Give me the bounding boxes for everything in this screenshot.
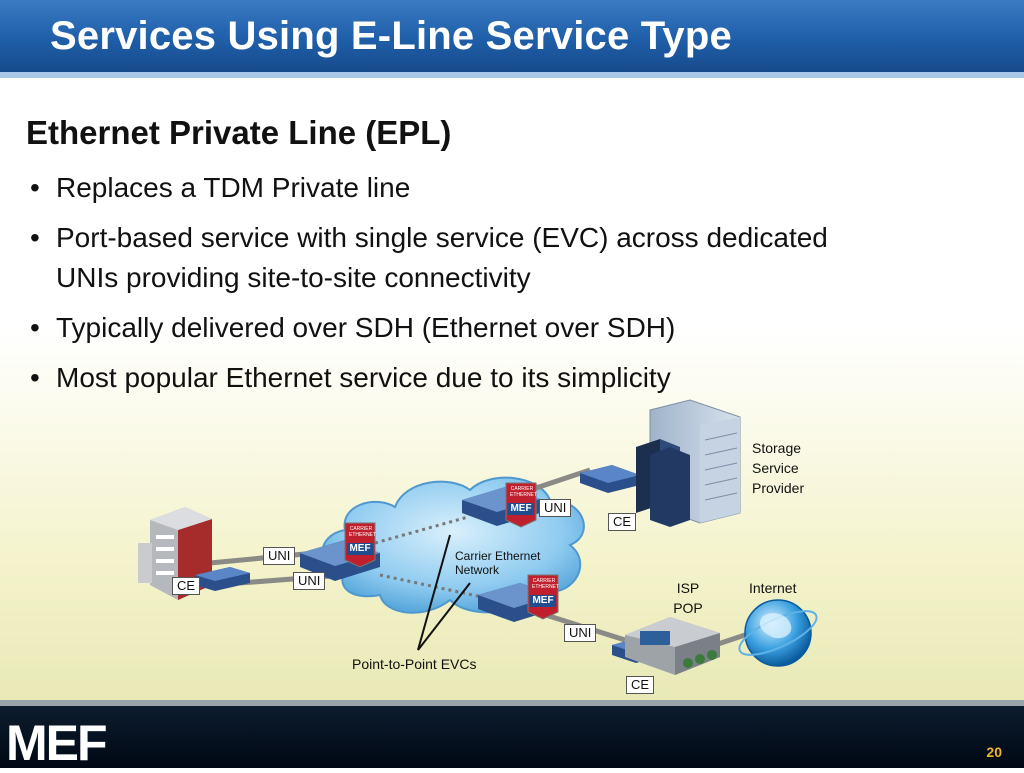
bullet-item: •Typically delivered over SDH (Ethernet …: [30, 312, 676, 343]
mef-badge-icon: [527, 574, 559, 620]
ce-label: CE: [608, 513, 637, 531]
bullet-item: •Port-based service with single service …: [30, 222, 828, 293]
network-diagram: CARRIER ETHERNET MEF CARRIER ETHERNET ME…: [0, 395, 1024, 700]
data-center-icon: [636, 399, 741, 527]
cloud-label: Carrier Ethernet Network: [455, 549, 541, 577]
uni-label: UNI: [539, 499, 572, 517]
badge-caption: CARRIER ETHERNET: [349, 526, 376, 538]
switch-icon: [195, 567, 250, 591]
badge-text: MEF: [532, 595, 554, 606]
bullet-item: •Replaces a TDM Private line: [30, 172, 411, 203]
uni-label: UNI: [293, 572, 326, 590]
mef-badge-icon: [344, 522, 376, 568]
evc-label: Point-to-Point EVCs: [352, 656, 477, 672]
bullet-item: •Most popular Ethernet service due to it…: [30, 362, 671, 393]
uni-label: UNI: [564, 624, 597, 642]
globe-icon: [738, 599, 818, 667]
mef-badge-icon: [505, 482, 537, 528]
switch-icon: [580, 465, 640, 493]
storage-provider-label: Storage Service Provider: [752, 440, 805, 496]
evc-pointer-lines: [417, 534, 471, 651]
page-number: 20: [986, 744, 1002, 760]
svg-text:MEF: MEF: [6, 715, 106, 768]
badge-text: MEF: [510, 503, 532, 514]
isp-pop-label: ISP POP: [673, 580, 703, 616]
slide-title: Services Using E-Line Service Type: [50, 14, 732, 58]
badge-caption: CARRIER ETHERNET: [510, 486, 537, 498]
footer-bar: MEF 20: [0, 700, 1024, 771]
title-bar: Services Using E-Line Service Type: [0, 0, 1024, 78]
isp-building-icon: [625, 617, 720, 675]
mef-logo: MEF: [4, 714, 154, 773]
badge-caption: CARRIER ETHERNET: [532, 578, 559, 590]
bullet-list: •Replaces a TDM Private line •Port-based…: [30, 168, 890, 408]
badge-text: MEF: [349, 543, 371, 554]
ce-label: CE: [626, 676, 655, 694]
evc-dotted-lines: [374, 515, 483, 599]
uni-label: UNI: [263, 547, 296, 565]
section-heading: Ethernet Private Line (EPL): [26, 114, 452, 151]
diagram-graphics: [138, 399, 818, 675]
internet-label: Internet: [749, 580, 797, 596]
ce-label: CE: [172, 577, 201, 595]
